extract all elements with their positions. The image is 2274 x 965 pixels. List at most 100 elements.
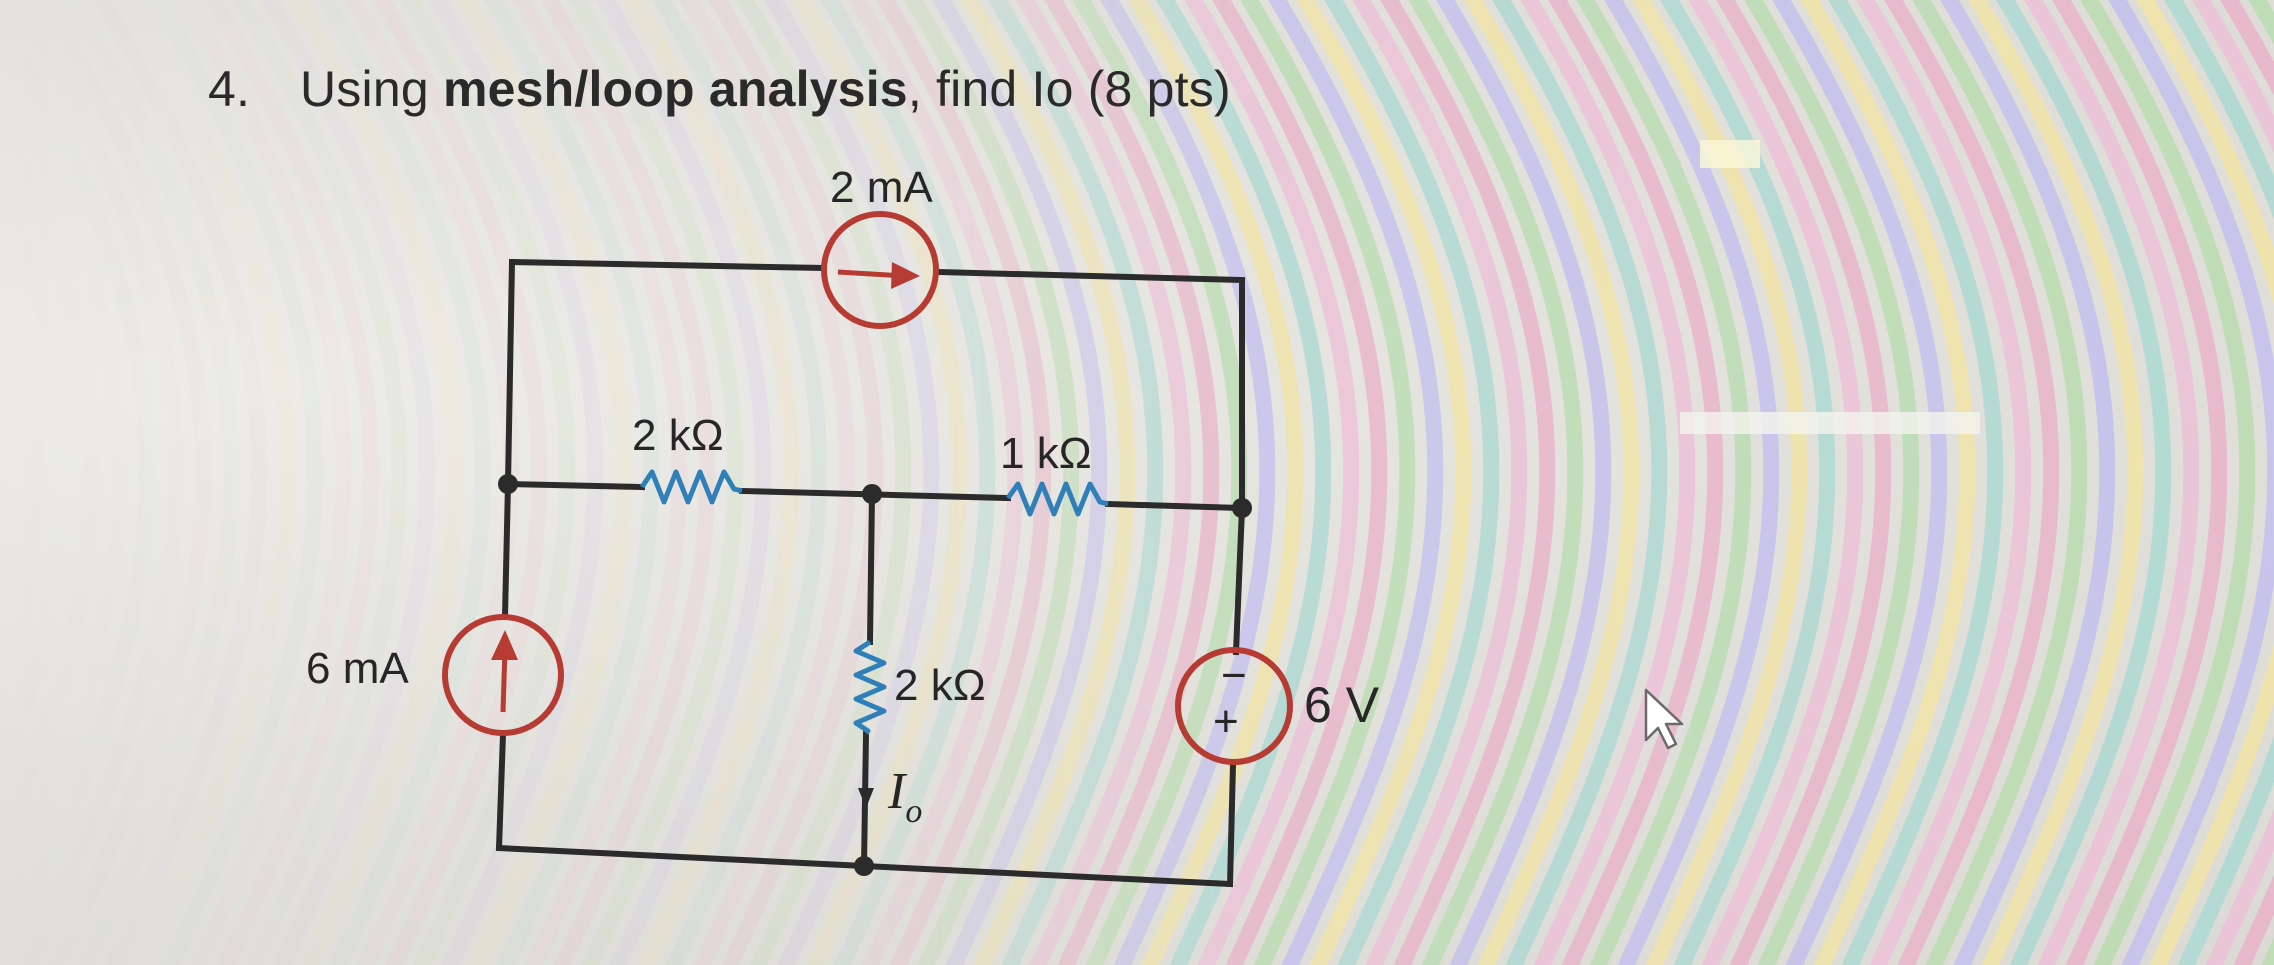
moire-band [764,0,940,965]
moire-band [260,0,436,965]
moire-band [1324,0,1500,965]
moire-band [1688,0,1864,965]
current-label-main: I [887,763,908,820]
moire-band [148,0,324,965]
moire-band [1744,0,1920,965]
moire-band [1772,0,1948,965]
moire-band [596,0,772,965]
moire-band [64,0,240,965]
moire-band [316,0,492,965]
moire-band [92,0,268,965]
moire-band [1128,0,1304,965]
question-number: 4. [208,61,251,117]
moire-band [1548,0,1724,965]
moire-band [36,0,212,965]
moire-band [1156,0,1332,965]
moire-band [0,162,72,798]
current-source-left [442,614,564,736]
moire-band [176,0,352,965]
moire-band [8,0,184,965]
question-prefix: Using [300,61,443,117]
moire-band [1268,0,1444,965]
moire-band [1968,0,2144,965]
resistor-middle-label: 2 kΩ [894,661,986,710]
moire-band [400,0,576,965]
moire-band [1044,0,1220,965]
question-text: 4.Using mesh/loop analysis, find Io (8 p… [208,60,1231,118]
current-label: Io [887,763,922,830]
voltage-source-label: 6 V [1304,677,1380,733]
moire-band [1016,0,1192,965]
moire-band [0,330,16,617]
top-source-label: 2 mA [830,163,933,212]
moire-band [540,0,716,965]
moire-band [960,0,1136,965]
moire-band [792,0,968,965]
moire-band [568,0,744,965]
moire-band [680,0,856,965]
moire-band [456,0,632,965]
resistor-right-label: 1 kΩ [1000,429,1092,478]
resistor-middle [853,639,887,735]
moire-band [1436,0,1612,965]
moire-band [0,2,156,965]
moire-band [1352,0,1528,965]
voltage-minus-sign: − [1221,651,1247,700]
moire-band [484,0,660,965]
moire-band [0,51,128,928]
moire-band [1240,0,1416,965]
moire-band [2080,0,2256,965]
current-source-top [821,211,939,329]
moire-band [2052,0,2228,965]
moire-band [820,0,996,965]
moire-band [2024,0,2200,965]
moire-band [0,103,100,865]
moire-band [1940,0,2116,965]
moire-band [2136,0,2274,965]
moire-band [988,0,1164,965]
wire-right-lower [1226,760,1237,888]
moire-band [1716,0,1892,965]
resistor-left [639,469,743,505]
junction-center [862,484,882,504]
moire-band [652,0,828,965]
wire-center-upper [866,490,876,646]
resistor-right [1005,481,1109,517]
mouse-pointer-icon [1644,688,1684,750]
moire-band [120,0,296,965]
moire-band [1100,0,1276,965]
moire-band [1604,0,1780,965]
moire-band [708,0,884,965]
moire-band [232,0,408,965]
current-label-subscript: o [905,793,922,830]
wire-left-upper [504,258,516,488]
moire-band [1996,0,2172,965]
moire-band [428,0,604,965]
left-source-label: 6 mA [306,644,409,693]
moire-band [1296,0,1472,965]
question-method: mesh/loop analysis [442,61,908,117]
moire-band [1884,0,2060,965]
moire-band [1212,0,1388,965]
wire-top-left [508,258,826,272]
moire-band [1912,0,2088,965]
junction-left [498,474,518,494]
wire-right-mid [1232,504,1246,656]
junction-bottom [854,856,874,876]
moire-band [1184,0,1360,965]
wire-mid-left [504,480,646,491]
moire-band [1464,0,1640,965]
moire-band [0,233,44,721]
junction-right [1232,498,1252,518]
voltage-plus-sign: + [1213,697,1239,746]
moire-band [1856,0,2032,965]
moire-band [372,0,548,965]
wire-left-mid [501,480,512,620]
moire-band [1828,0,2004,965]
current-arrow-down-icon [858,788,874,808]
moire-band [1800,0,1976,965]
resistor-left-label: 2 kΩ [632,411,724,460]
moire-band [876,0,1052,965]
